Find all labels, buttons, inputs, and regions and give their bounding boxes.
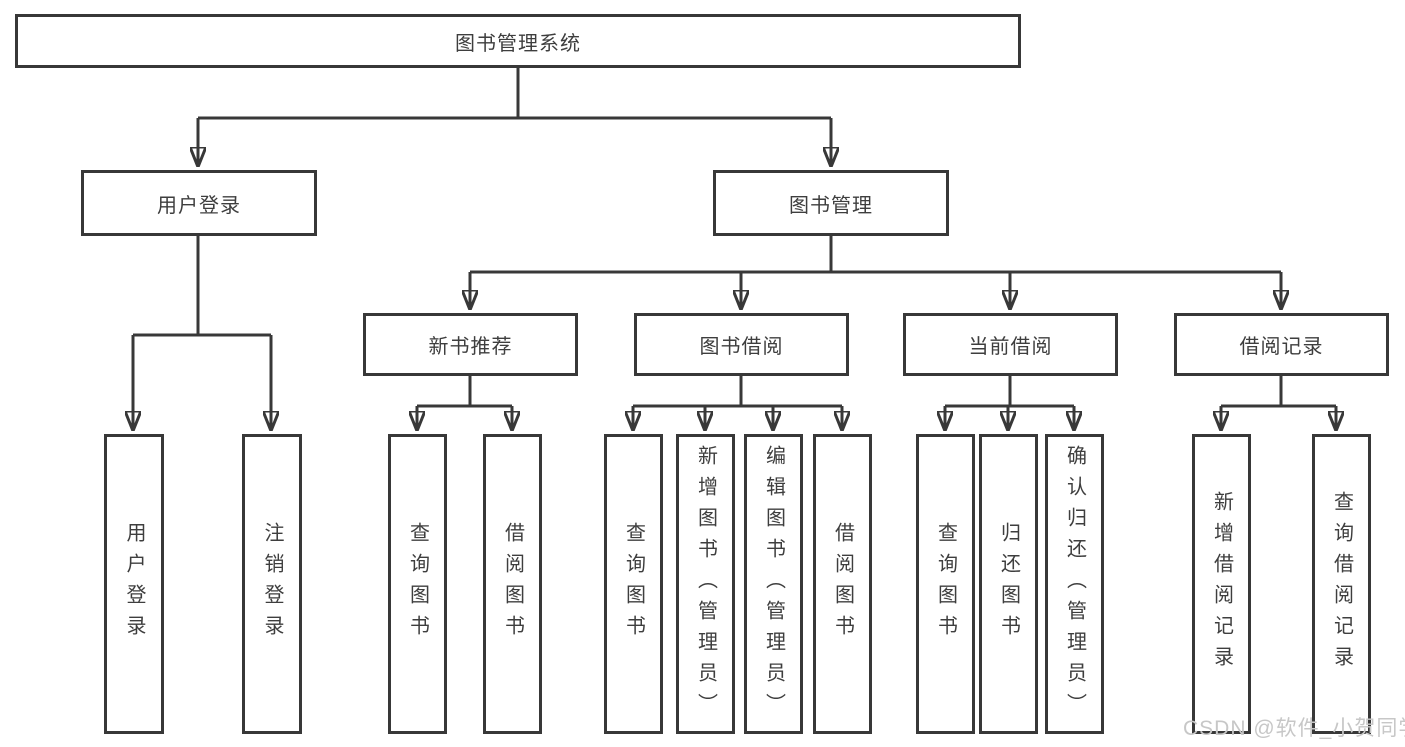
leaf-return-book: 归还图书 (979, 434, 1038, 734)
leaf-edit-book-admin: 编辑图书（管理员） (744, 434, 803, 734)
leaf-label: 查询图书 (406, 522, 429, 646)
leaf-label: 新增借阅记录 (1210, 491, 1233, 677)
node-label: 用户登录 (157, 194, 241, 217)
leaf-label: 查询图书 (934, 522, 957, 646)
node-book-borrow: 图书借阅 (634, 313, 849, 376)
node-library-management-system: 图书管理系统 (15, 14, 1021, 68)
leaf-label: 编辑图书（管理员） (762, 445, 785, 724)
leaf-borrow-books-recommend: 借阅图书 (483, 434, 542, 734)
leaf-confirm-return-admin: 确认归还（管理员） (1045, 434, 1104, 734)
leaf-logout: 注销登录 (242, 434, 302, 734)
leaf-user-login: 用户登录 (104, 434, 164, 734)
leaf-label: 查询借阅记录 (1330, 491, 1353, 677)
connector-new-book-children (417, 376, 512, 430)
leaf-label: 用户登录 (123, 522, 145, 646)
leaf-label: 借阅图书 (831, 522, 854, 646)
node-label: 图书管理系统 (455, 32, 581, 55)
connector-book-borrow-children (633, 376, 842, 430)
connector-current-borrow-children (945, 376, 1074, 430)
node-borrow-records: 借阅记录 (1174, 313, 1389, 376)
node-label: 借阅记录 (1239, 336, 1324, 358)
node-label: 新书推荐 (428, 336, 513, 358)
node-label: 图书借阅 (699, 336, 784, 358)
node-book-management: 图书管理 (713, 170, 949, 236)
leaf-query-books-current: 查询图书 (916, 434, 975, 734)
node-new-book-recommend: 新书推荐 (363, 313, 578, 376)
connector-book-management-children (470, 236, 1281, 309)
leaf-label: 查询图书 (622, 522, 645, 646)
leaf-label: 借阅图书 (501, 522, 524, 646)
node-current-borrow: 当前借阅 (903, 313, 1118, 376)
leaf-query-books-recommend: 查询图书 (388, 434, 447, 734)
node-label: 当前借阅 (968, 336, 1053, 358)
leaf-label: 注销登录 (261, 522, 283, 646)
connector-root-to-level2 (198, 68, 831, 166)
node-user-login: 用户登录 (81, 170, 317, 236)
leaf-label: 归还图书 (997, 522, 1020, 646)
leaf-add-borrow-record: 新增借阅记录 (1192, 434, 1251, 734)
leaf-add-book-admin: 新增图书（管理员） (676, 434, 735, 734)
leaf-query-books-borrow: 查询图书 (604, 434, 663, 734)
csdn-watermark: CSDN @软件_小贺同学 (1183, 717, 1405, 740)
leaf-label: 确认归还（管理员） (1063, 445, 1086, 724)
connector-user-login-children (133, 236, 271, 430)
connector-borrow-record-children (1221, 376, 1336, 430)
leaf-label: 新增图书（管理员） (694, 445, 717, 724)
leaf-borrow-books: 借阅图书 (813, 434, 872, 734)
leaf-query-borrow-record: 查询借阅记录 (1312, 434, 1371, 734)
node-label: 图书管理 (789, 194, 873, 217)
